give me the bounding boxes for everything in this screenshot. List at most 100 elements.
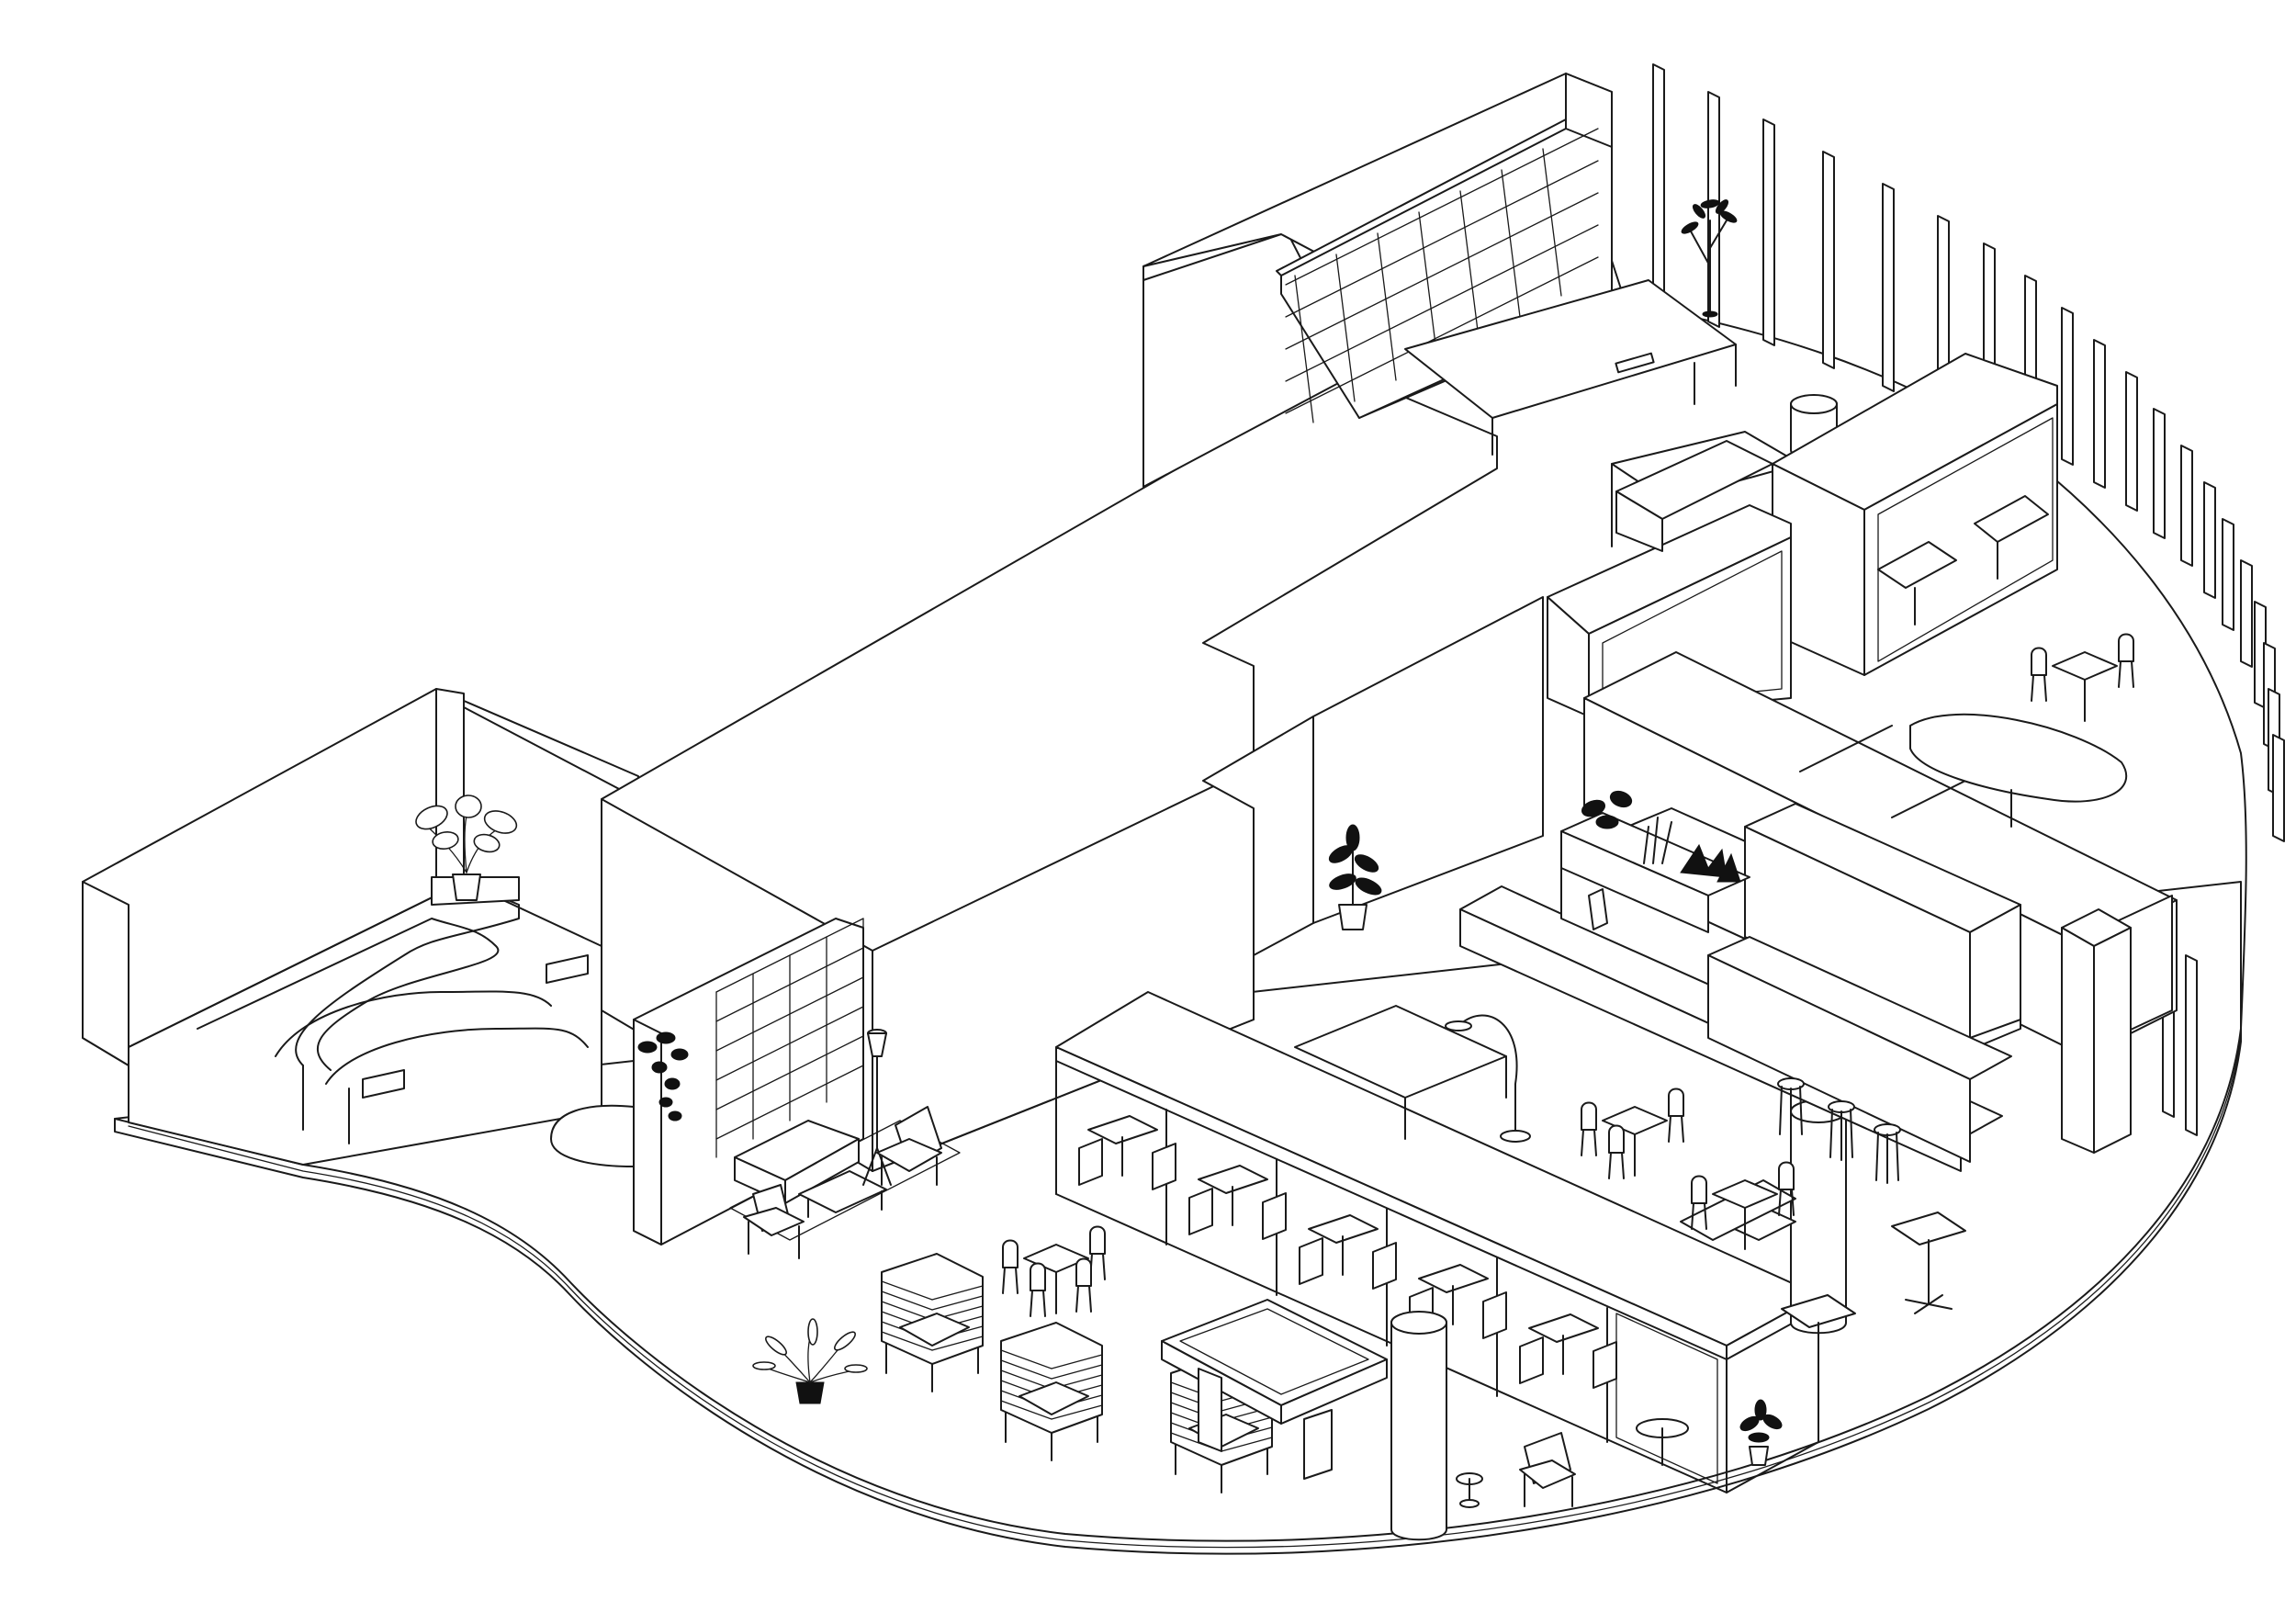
- chair-leg: [1075, 1285, 1079, 1313]
- chair: [1030, 1262, 1046, 1291]
- plant-monstera-icon: [415, 795, 518, 901]
- booth-seat: [1593, 1341, 1617, 1389]
- stool-leg: [1799, 1086, 1803, 1135]
- armchair-slat: [931, 1285, 984, 1301]
- right-furniture: [1456, 713, 2132, 1508]
- booth-seat: [1188, 1188, 1213, 1235]
- armchair-slat: [931, 1336, 984, 1351]
- chair: [1691, 1175, 1707, 1204]
- upper-shelf-divider: [1459, 190, 1480, 339]
- booth-table-3: [1418, 1264, 1489, 1293]
- window-fin-8: [2061, 307, 2074, 466]
- stool-leg: [1896, 1132, 1899, 1181]
- chair-leg: [1778, 1189, 1782, 1216]
- chair-leg: [1593, 1129, 1597, 1156]
- chair: [1089, 1225, 1106, 1255]
- armchair-slat: [931, 1295, 984, 1311]
- upper-shelf-board: [1285, 128, 1599, 286]
- chair-leg: [1102, 1253, 1106, 1280]
- amphitheater-seating: [82, 688, 639, 1167]
- cafe-table-top: [2052, 651, 2118, 681]
- chair-leg: [1015, 1267, 1019, 1294]
- booth-seat: [1078, 1138, 1103, 1186]
- chair: [1075, 1257, 1092, 1287]
- chair-leg: [1704, 1202, 1707, 1230]
- planters: [415, 199, 1783, 1466]
- cafe-tables: [1002, 633, 2134, 1317]
- upper-shelf-board: [1285, 192, 1599, 350]
- chair-leg: [1042, 1290, 1046, 1317]
- window-fin-21: [2185, 954, 2198, 1136]
- chair: [2031, 647, 2047, 676]
- upper-shelf-divider: [1418, 211, 1438, 360]
- booth-tables: [1078, 1115, 1617, 1389]
- upper-shelf-divider: [1335, 254, 1356, 402]
- window-fin-19: [2272, 734, 2285, 842]
- window-fin-9: [2093, 339, 2106, 489]
- bar-stools: [1777, 1077, 1901, 1184]
- stool-leg: [1850, 1109, 1853, 1158]
- armchair-seat: [1019, 1381, 1089, 1415]
- window-fin-14: [2222, 518, 2234, 631]
- stool-leg: [1875, 1132, 1879, 1181]
- left-shelf-board: [715, 1006, 864, 1081]
- stool-leg: [1779, 1086, 1783, 1135]
- chair: [1778, 1161, 1795, 1190]
- chair-leg: [2031, 674, 2034, 702]
- chair: [1581, 1101, 1597, 1131]
- armchair-slat: [881, 1301, 933, 1321]
- upper-shelf-divider: [1542, 148, 1562, 297]
- armchair-slat: [881, 1280, 933, 1301]
- window-fin-10: [2125, 371, 2138, 512]
- plant-small-icon: [1739, 1399, 1783, 1466]
- plant-fern-icon: [752, 1318, 868, 1404]
- booth-table-2: [1308, 1214, 1379, 1244]
- left-shelf-board: [715, 947, 864, 1022]
- chair-leg: [2118, 660, 2122, 688]
- chair-leg: [2131, 660, 2134, 688]
- chair-leg: [2043, 674, 2047, 702]
- left-shelf-board: [715, 1065, 864, 1140]
- chair-leg: [1030, 1290, 1033, 1317]
- armchair-slat: [1000, 1369, 1052, 1390]
- chair-leg: [1581, 1129, 1584, 1156]
- booth-seat: [1152, 1143, 1176, 1190]
- plant-box-icon: [1581, 790, 1741, 883]
- upper-bookshelf: [1280, 128, 1613, 423]
- window-fin-0: [1652, 63, 1665, 310]
- armchair-slat: [1051, 1354, 1103, 1369]
- booth-table-4: [1528, 1313, 1599, 1343]
- window-fin-3: [1822, 151, 1835, 369]
- lounge-area: [729, 1029, 961, 1259]
- chair-leg: [1608, 1152, 1612, 1179]
- left-shelf-board: [715, 976, 864, 1052]
- chair-leg: [1668, 1115, 1671, 1143]
- window-fin-15: [2240, 559, 2253, 668]
- left-bookshelf: [715, 918, 864, 1158]
- window-fin-12: [2180, 445, 2193, 567]
- booth-table-1: [1198, 1165, 1268, 1194]
- booth-seat: [1519, 1336, 1544, 1384]
- upper-shelf-divider: [1501, 169, 1521, 318]
- chair-leg: [1791, 1189, 1795, 1216]
- chair-leg: [1621, 1152, 1625, 1179]
- armchair-slat: [1051, 1364, 1103, 1380]
- chair: [1608, 1124, 1625, 1154]
- armchair-slat: [881, 1291, 933, 1311]
- upper-shelf-divider: [1377, 232, 1397, 381]
- left-shelf-board: [715, 918, 864, 993]
- chair-leg: [1002, 1267, 1006, 1294]
- booth-seat: [1262, 1192, 1287, 1240]
- chair-leg: [1681, 1115, 1684, 1143]
- pool-table: [1161, 1299, 1388, 1480]
- plant-palm-icon: [1681, 199, 1738, 318]
- armchair-slat: [1000, 1359, 1052, 1380]
- armchair-slat: [1000, 1349, 1052, 1369]
- window-fin-13: [2203, 481, 2216, 599]
- booth-seat: [1299, 1237, 1323, 1285]
- plant-hanging-icon: [637, 1031, 689, 1121]
- armchair-slat: [1221, 1437, 1273, 1452]
- chair: [1668, 1088, 1684, 1117]
- upper-shelf-board: [1285, 160, 1599, 318]
